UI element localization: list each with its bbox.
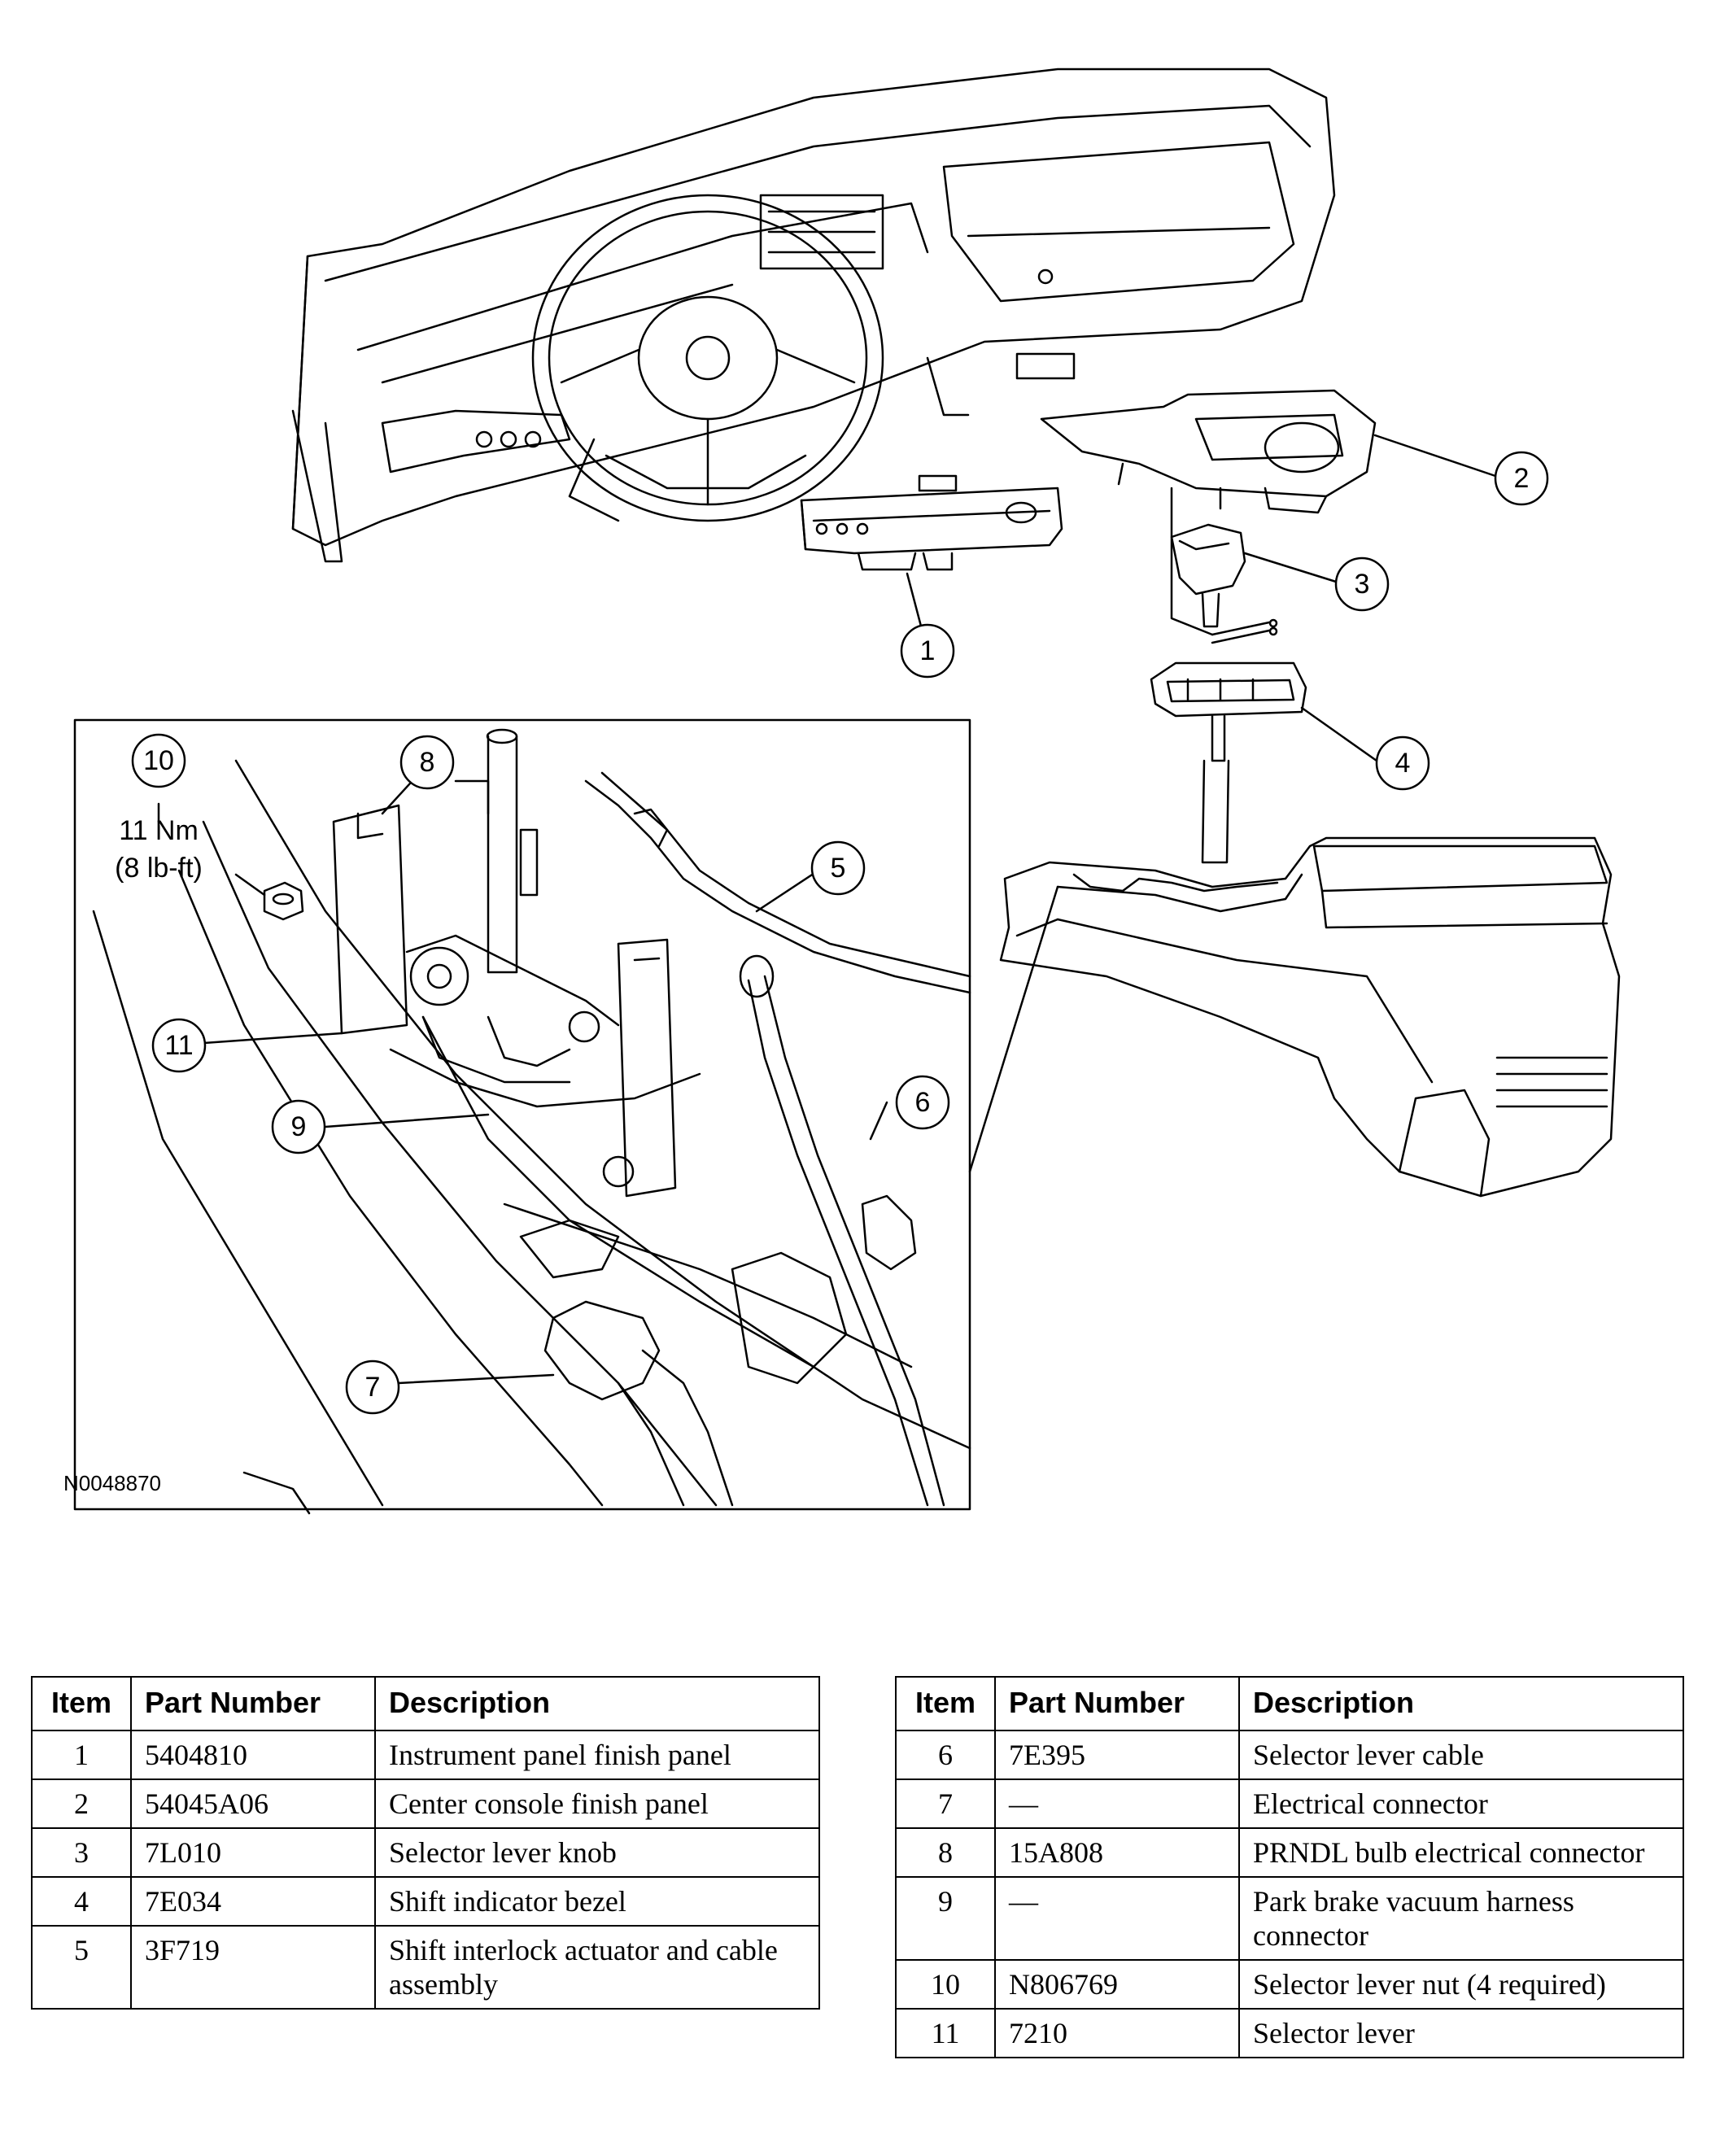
callout-6: 6: [915, 1087, 931, 1118]
callout-5: 5: [831, 853, 846, 884]
part-number-cell: 7L010: [130, 1827, 376, 1878]
callout-8: 8: [420, 747, 435, 778]
header-part-number: Part Number: [130, 1676, 376, 1731]
header-item: Item: [895, 1676, 996, 1731]
table-row: 7 — Electrical connector: [895, 1778, 1684, 1829]
description-cell: PRNDL bulb electrical connector: [1238, 1827, 1684, 1878]
table-row: 5 3F719 Shift interlock actuator and cab…: [31, 1925, 820, 2010]
parts-table-left: Item Part Number Description 1 5404810 I…: [31, 1676, 820, 2010]
description-cell: Shift indicator bezel: [374, 1876, 820, 1927]
header-item: Item: [31, 1676, 132, 1731]
description-cell: Electrical connector: [1238, 1778, 1684, 1829]
selector-knob-3-drawing: [1170, 523, 1278, 644]
item-cell: 9: [895, 1876, 996, 1961]
part-number-cell: 7E395: [994, 1730, 1240, 1780]
instrument-panel-drawing: [291, 68, 1336, 563]
part-number-cell: 5404810: [130, 1730, 376, 1780]
table-row: 1 5404810 Instrument panel finish panel: [31, 1730, 820, 1780]
table-row: 10 N806769 Selector lever nut (4 require…: [895, 1959, 1684, 2010]
finish-panel-1-drawing: [800, 474, 1063, 571]
description-cell: Selector lever nut (4 required): [1238, 1959, 1684, 2010]
table-row: 6 7E395 Selector lever cable: [895, 1730, 1684, 1780]
torque-metric: 11 Nm: [119, 815, 199, 846]
item-cell: 11: [895, 2008, 996, 2058]
description-cell: Park brake vacuum harness connector: [1238, 1876, 1684, 1961]
item-cell: 8: [895, 1827, 996, 1878]
callout-circles: [131, 451, 1549, 1415]
table-header-row: Item Part Number Description: [31, 1676, 820, 1731]
detail-inset-drawing: [92, 728, 971, 1515]
item-cell: 3: [31, 1827, 132, 1878]
torque-imperial: (8 lb-ft): [115, 853, 203, 884]
table-row: 4 7E034 Shift indicator bezel: [31, 1876, 820, 1927]
header-description: Description: [1238, 1676, 1684, 1731]
description-cell: Center console finish panel: [374, 1778, 820, 1829]
center-console-drawing: [999, 836, 1621, 1198]
part-number-cell: 3F719: [130, 1925, 376, 2010]
item-cell: 1: [31, 1730, 132, 1780]
part-number-cell: 7210: [994, 2008, 1240, 2058]
callout-10: 10: [143, 745, 174, 776]
callout-1: 1: [920, 635, 936, 666]
table-row: 3 7L010 Selector lever knob: [31, 1827, 820, 1878]
part-number-cell: 7E034: [130, 1876, 376, 1927]
figure-code: N0048870: [63, 1471, 161, 1495]
item-cell: 6: [895, 1730, 996, 1780]
callout-11: 11: [164, 1030, 193, 1061]
callout-7: 7: [365, 1372, 381, 1403]
table-row: 8 15A808 PRNDL bulb electrical connector: [895, 1827, 1684, 1878]
console-finish-panel-2-drawing: [1040, 389, 1377, 514]
description-cell: Selector lever cable: [1238, 1730, 1684, 1780]
table-row: 11 7210 Selector lever: [895, 2008, 1684, 2058]
header-part-number: Part Number: [994, 1676, 1240, 1731]
part-number-cell: —: [994, 1876, 1240, 1961]
item-cell: 7: [895, 1778, 996, 1829]
table-row: 9 — Park brake vacuum harness connector: [895, 1876, 1684, 1961]
item-cell: 5: [31, 1925, 132, 2010]
exploded-view-diagram: 1 2 3 4 5 6 7 8 9 10 11 11 Nm (8 lb-ft): [73, 68, 1621, 1515]
callout-3: 3: [1355, 569, 1370, 600]
description-cell: Selector lever: [1238, 2008, 1684, 2058]
item-cell: 2: [31, 1778, 132, 1829]
item-cell: 10: [895, 1959, 996, 2010]
shift-bezel-4-drawing: [1150, 661, 1307, 864]
table-row: 2 54045A06 Center console finish panel: [31, 1778, 820, 1829]
description-cell: Selector lever knob: [374, 1827, 820, 1878]
inset-leader-line: [968, 885, 1059, 1173]
callout-leaders: [157, 434, 1497, 1385]
part-number-cell: N806769: [994, 1959, 1240, 2010]
table-header-row: Item Part Number Description: [895, 1676, 1684, 1731]
detail-inset-frame: [73, 718, 971, 1511]
parts-table-right: Item Part Number Description 6 7E395 Sel…: [895, 1676, 1684, 2058]
part-number-cell: 15A808: [994, 1827, 1240, 1878]
callout-9: 9: [291, 1111, 307, 1142]
description-cell: Shift interlock actuator and cable assem…: [374, 1925, 820, 2010]
header-description: Description: [374, 1676, 820, 1731]
callout-4: 4: [1395, 748, 1411, 779]
callout-2: 2: [1514, 463, 1530, 494]
item-cell: 4: [31, 1876, 132, 1927]
description-cell: Instrument panel finish panel: [374, 1730, 820, 1780]
part-number-cell: —: [994, 1778, 1240, 1829]
part-number-cell: 54045A06: [130, 1778, 376, 1829]
